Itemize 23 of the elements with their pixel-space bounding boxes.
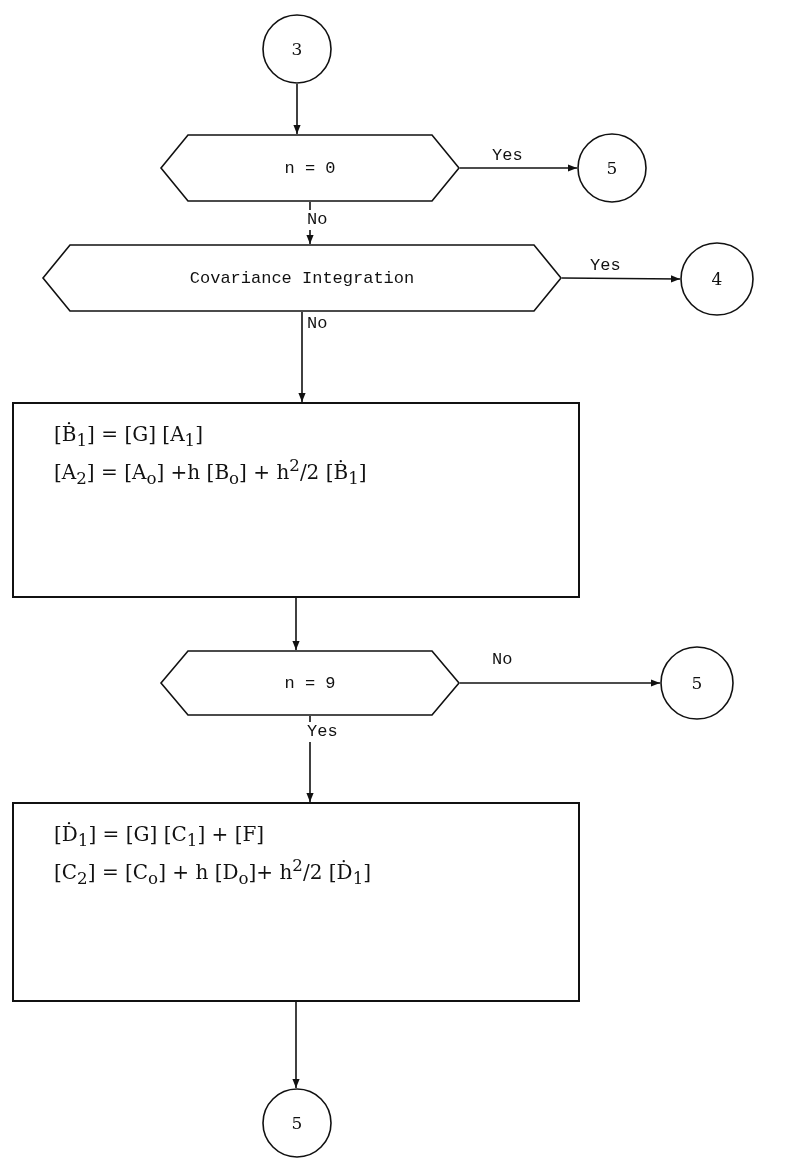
connector-number: 4 xyxy=(711,269,723,289)
equation: [Ḃ$_{1}$] = [G] [A$_{1}$] xyxy=(54,422,204,450)
arrow xyxy=(292,1001,300,1089)
arrow xyxy=(292,597,300,651)
connector-number: 5 xyxy=(691,673,703,693)
connector-number: 3 xyxy=(291,39,303,59)
edge-label: Yes xyxy=(305,722,340,742)
connector-number: 5 xyxy=(606,158,618,178)
arrow xyxy=(459,679,661,687)
arrow xyxy=(293,83,301,135)
decision-text: Covariance Integration xyxy=(189,268,415,288)
process-box xyxy=(12,802,580,1002)
edge-label: No xyxy=(305,210,330,230)
equation: [A$_{2}$] = [A$_{o}$] +h [B$_{o}$] + h$^{2}$/2 [Ḃ$_{1}$] xyxy=(54,456,368,488)
arrow xyxy=(459,164,578,172)
arrow xyxy=(298,311,306,403)
arrow xyxy=(561,275,681,283)
equation: [Ḋ$_{1}$] = [G] [C$_{1}$] + [F] xyxy=(54,822,266,850)
decision-text: n = 0 xyxy=(284,158,336,178)
connector-number: 5 xyxy=(291,1113,303,1133)
process-box xyxy=(12,402,580,598)
equation: [C$_{2}$] = [C$_{o}$] + h [D$_{o}$]+ h$^{2}$/2 [Ḋ$_{1}$] xyxy=(54,856,373,888)
decision-text: n = 9 xyxy=(284,673,336,693)
